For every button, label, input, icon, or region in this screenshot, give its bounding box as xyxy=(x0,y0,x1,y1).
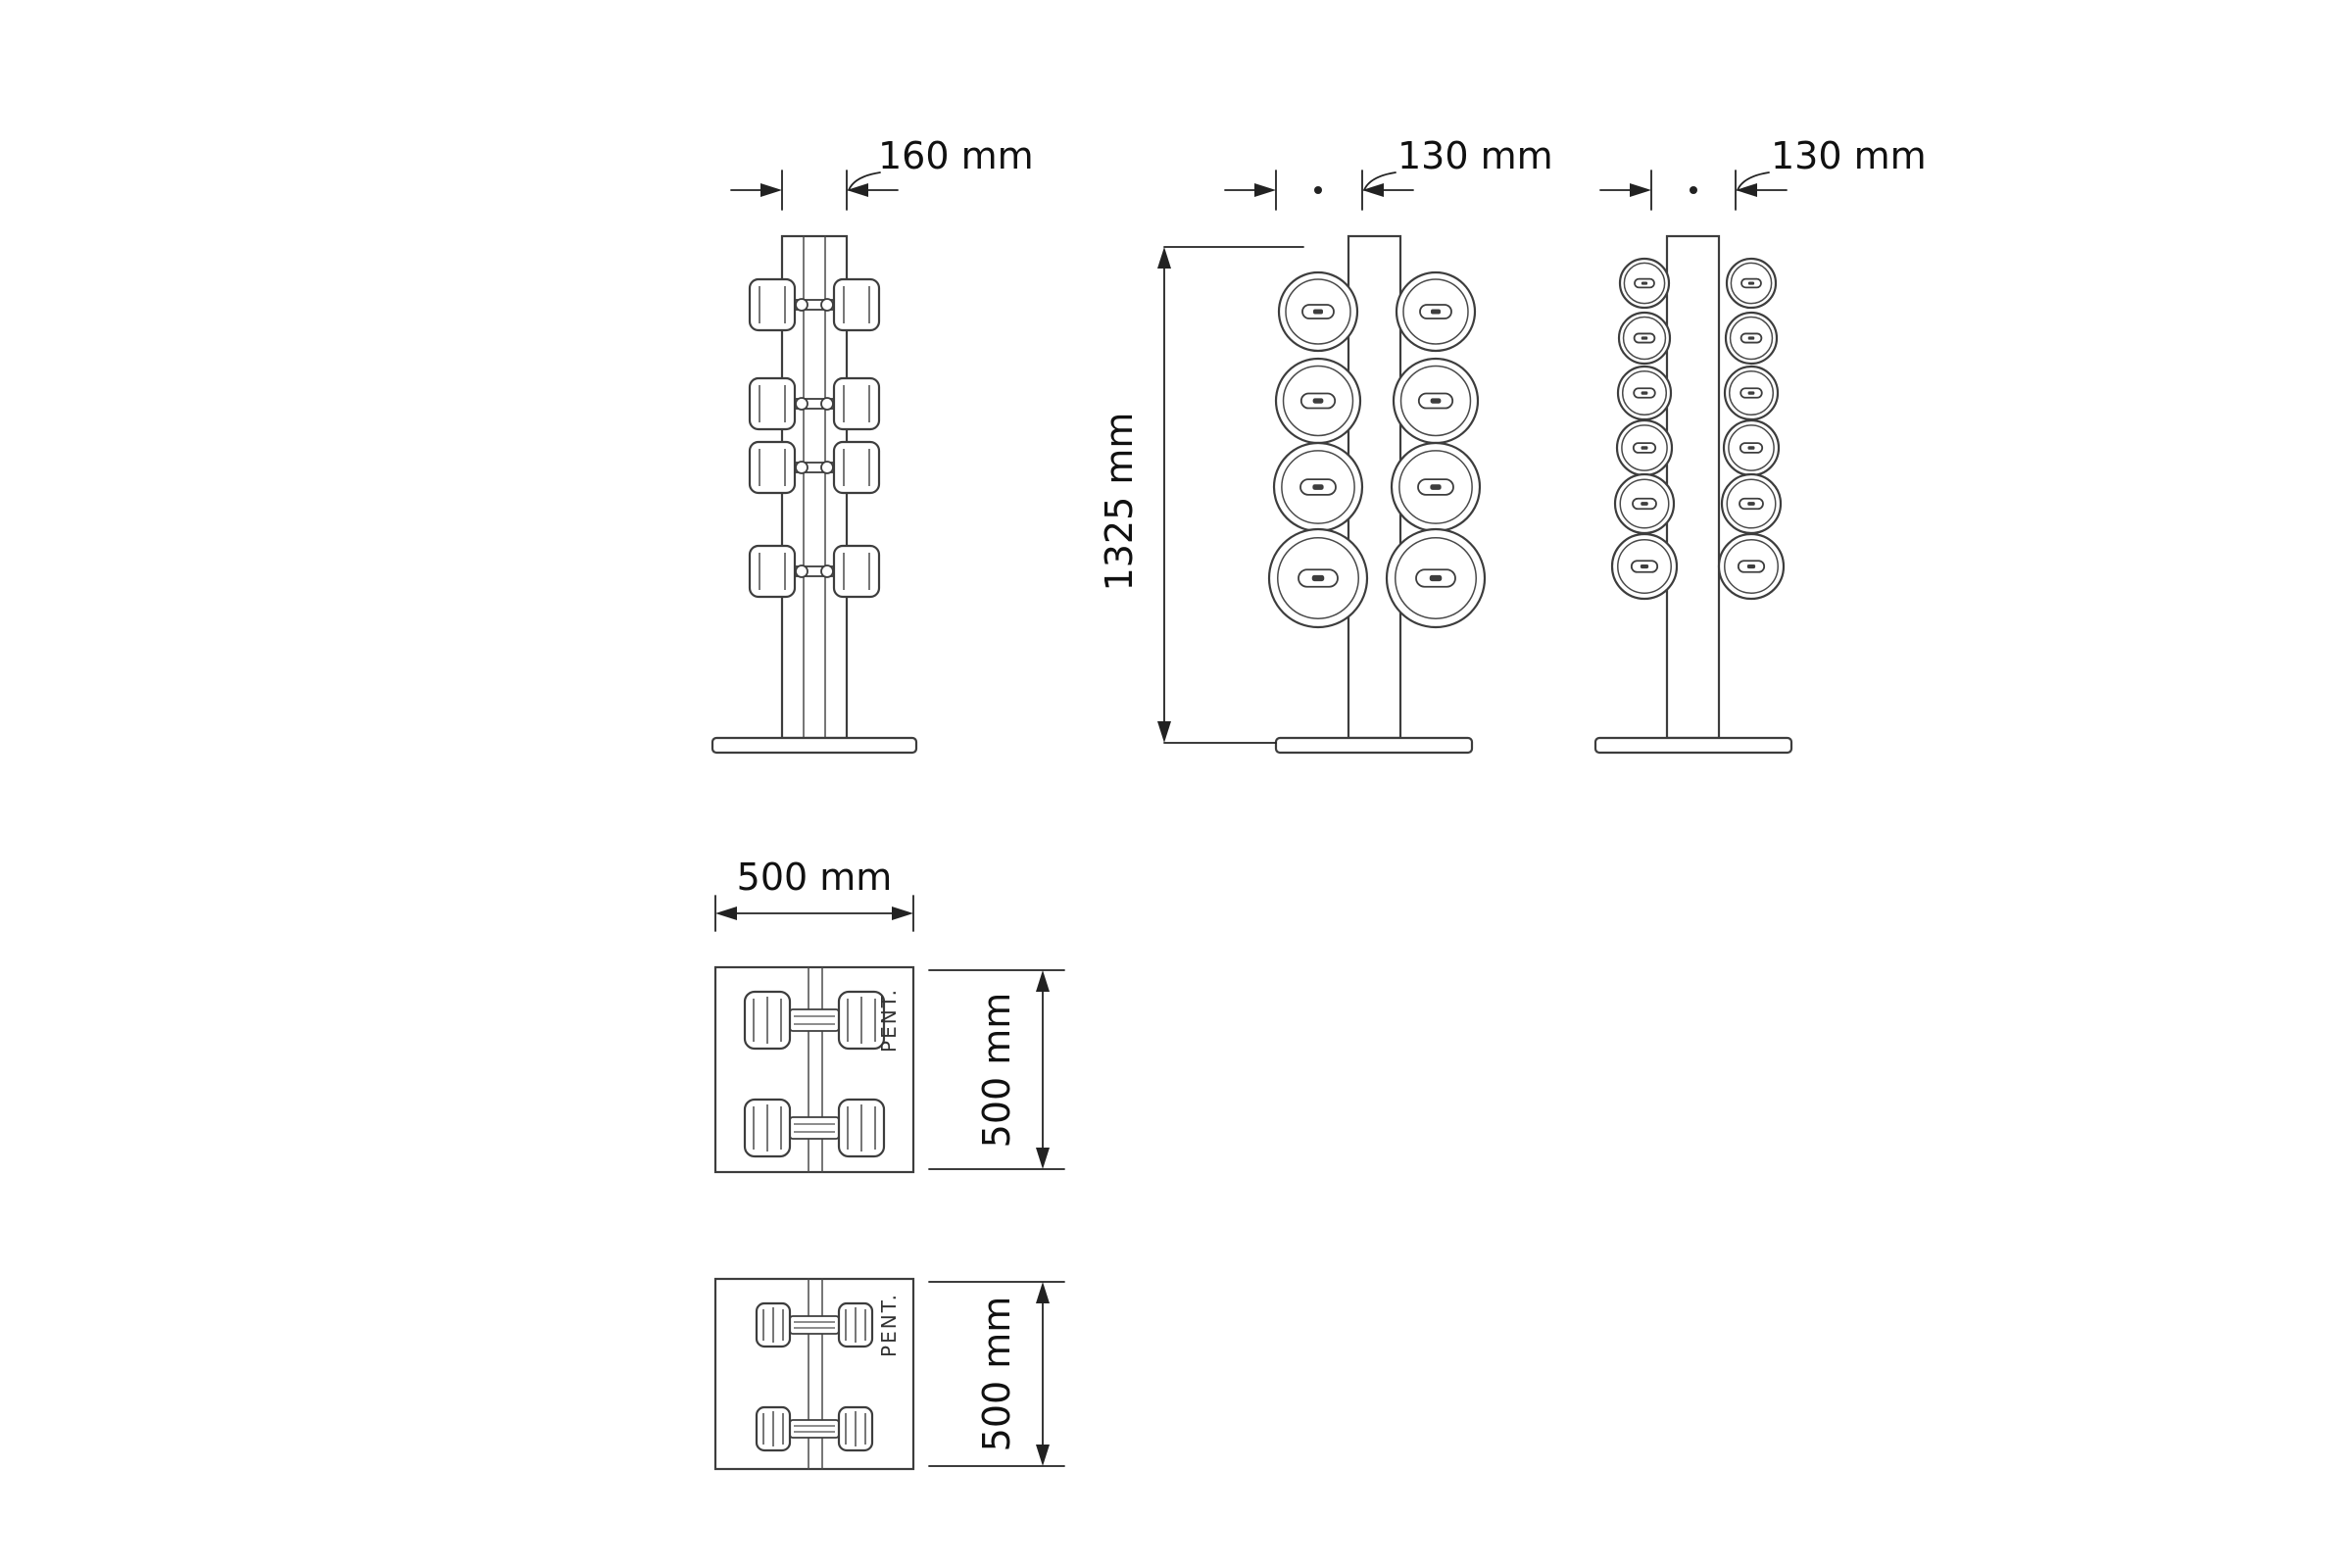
dimension-height: 1325 mm xyxy=(1098,246,1304,744)
plate xyxy=(1614,473,1675,534)
brand-label: PENT. xyxy=(877,1293,901,1357)
plate xyxy=(1385,527,1487,629)
plan-dumbbell-1 xyxy=(755,1301,874,1348)
arrow-left-icon xyxy=(1362,183,1384,197)
side-base-plate xyxy=(1274,736,1474,755)
arrow-up-icon xyxy=(1036,970,1050,992)
side-view-large-plates xyxy=(1267,234,1487,755)
arrow-right-icon xyxy=(760,183,782,197)
dim-label-plan-bottom-depth: 500 mm xyxy=(975,1297,1018,1452)
plate xyxy=(1617,366,1672,420)
arrow-left-icon xyxy=(847,183,868,197)
footprint-outline xyxy=(713,965,915,1174)
dim-label-front-width: 160 mm xyxy=(878,134,1034,177)
dim-label-plan-top-depth: 500 mm xyxy=(975,993,1018,1149)
center-dot xyxy=(1314,186,1322,194)
plate xyxy=(1618,312,1671,365)
arrow-right-icon xyxy=(892,906,913,920)
side-post xyxy=(1665,234,1721,740)
dimension-side-small-width: 130 mm xyxy=(1599,134,1927,211)
arrow-down-icon xyxy=(1036,1445,1050,1466)
arrow-up-icon xyxy=(1036,1282,1050,1303)
dim-label-side-small-width: 130 mm xyxy=(1771,134,1927,177)
dimension-side-large-width: 130 mm xyxy=(1224,134,1553,211)
plate xyxy=(1724,366,1779,420)
plate xyxy=(1718,533,1785,600)
plate xyxy=(1611,533,1678,600)
side-view-small-plates xyxy=(1593,234,1793,755)
front-view xyxy=(710,234,918,755)
front-base-plate xyxy=(710,736,918,755)
arrow-down-icon xyxy=(1036,1148,1050,1169)
arrow-left-icon xyxy=(1736,183,1757,197)
plate xyxy=(1619,258,1670,309)
brand-label: PENT. xyxy=(877,988,901,1053)
dimension-front-width: 160 mm xyxy=(730,134,1034,211)
dim-label-side-large-width: 130 mm xyxy=(1397,134,1553,177)
arrow-down-icon xyxy=(1157,721,1171,743)
dimension-plan-bottom-depth: 500 mm xyxy=(928,1281,1065,1467)
dimension-plan-top-depth: 500 mm xyxy=(928,969,1065,1170)
plate xyxy=(1267,527,1369,629)
leader-line xyxy=(848,172,881,191)
plate xyxy=(1390,441,1482,533)
plan-view-top: PENT. xyxy=(713,965,915,1174)
plan-dumbbell-1 xyxy=(743,990,886,1051)
plate xyxy=(1616,419,1673,476)
center-dot xyxy=(1690,186,1697,194)
footprint-outline xyxy=(713,1277,915,1471)
plate xyxy=(1395,270,1477,353)
plate xyxy=(1277,270,1359,353)
leader-line xyxy=(1363,172,1396,191)
dim-label-height: 1325 mm xyxy=(1098,413,1141,592)
plate xyxy=(1272,441,1364,533)
arrow-up-icon xyxy=(1157,247,1171,269)
plate xyxy=(1721,473,1782,534)
plan-dumbbell-2 xyxy=(755,1405,874,1452)
dimension-plan-width: 500 mm xyxy=(714,856,914,932)
plate xyxy=(1725,312,1778,365)
arrow-right-icon xyxy=(1630,183,1651,197)
plate xyxy=(1723,419,1780,476)
plate xyxy=(1726,258,1777,309)
arrow-right-icon xyxy=(1254,183,1276,197)
arrow-left-icon xyxy=(715,906,737,920)
plan-view-bottom: PENT. xyxy=(713,1277,915,1471)
plan-dumbbell-2 xyxy=(743,1098,886,1158)
plate xyxy=(1392,357,1480,445)
side-base-plate xyxy=(1593,736,1793,755)
plate xyxy=(1274,357,1362,445)
leader-line xyxy=(1737,172,1770,191)
dim-label-plan-width: 500 mm xyxy=(737,856,893,899)
